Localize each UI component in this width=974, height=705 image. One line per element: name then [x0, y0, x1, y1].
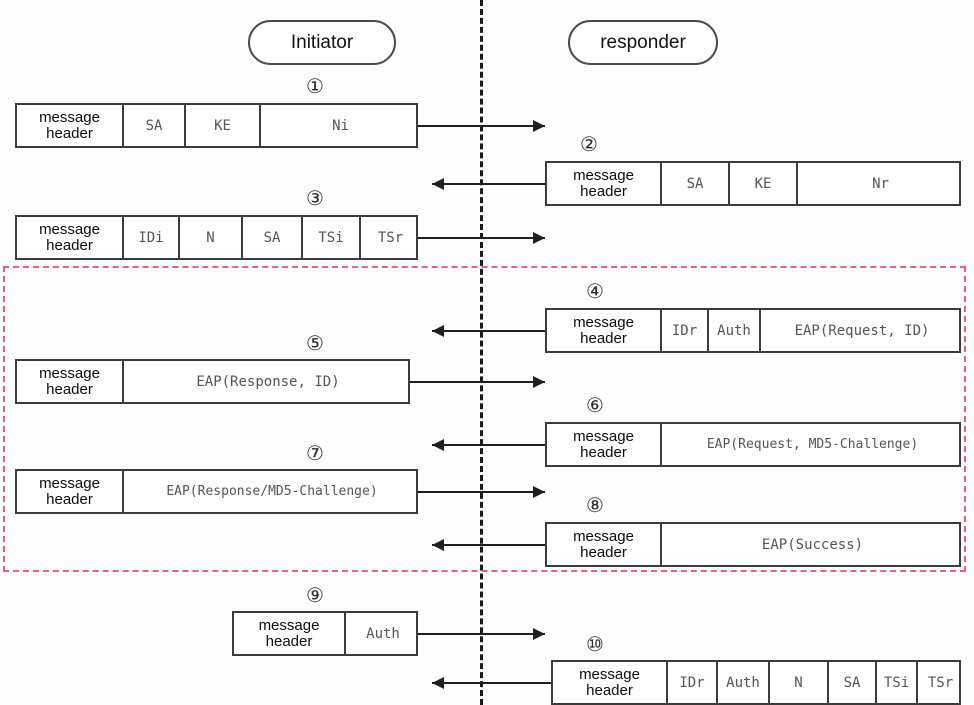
packet-field: TSr: [377, 229, 404, 246]
message-arrow-8: [432, 544, 545, 546]
packet-field: TSi: [303, 217, 361, 258]
packet-field: EAP(Request, MD5-Challenge): [706, 437, 919, 452]
packet-field: N: [770, 662, 829, 703]
packet-header-field: message header: [547, 524, 662, 565]
packet-field: N: [180, 217, 243, 258]
message-packet-8: message header EAP(Success): [545, 522, 961, 567]
packet-field: Nr: [872, 175, 889, 192]
packet-field: IDr: [662, 310, 709, 351]
packet-header-field: message header: [17, 471, 124, 512]
packet-header-field: message header: [17, 361, 124, 402]
center-divider-line: [480, 0, 483, 705]
message-arrow-3: [418, 237, 545, 239]
packet-field: EAP(Response/MD5-Challenge): [166, 484, 378, 499]
packet-field: SA: [829, 662, 877, 703]
message-packet-9: message header Auth: [232, 611, 418, 656]
packet-field: EAP(Response, ID): [196, 373, 340, 390]
packet-field: Auth: [366, 625, 400, 642]
arrow-head-right-icon: [533, 232, 545, 244]
message-arrow-4: [432, 330, 545, 332]
step-number-2: ②: [580, 132, 598, 156]
step-number-3: ③: [306, 186, 324, 210]
packet-field: IDr: [668, 662, 718, 703]
packet-field: KE: [730, 163, 798, 204]
arrow-head-right-icon: [533, 120, 545, 132]
endpoint-responder-label: responder: [600, 31, 686, 53]
packet-header-field: message header: [17, 105, 124, 146]
endpoint-initiator-label: Initiator: [290, 31, 354, 53]
arrow-head-left-icon: [432, 178, 444, 190]
message-arrow-9: [418, 633, 545, 635]
arrow-head-right-icon: [533, 376, 545, 388]
step-number-6: ⑥: [586, 393, 604, 417]
step-number-5: ⑤: [306, 331, 324, 355]
arrow-head-left-icon: [432, 539, 444, 551]
message-arrow-6: [432, 444, 545, 446]
step-number-9: ⑨: [306, 583, 324, 607]
packet-field: TSi: [877, 662, 918, 703]
message-packet-7: message header EAP(Response/MD5-Challenge…: [15, 469, 418, 514]
step-number-7: ⑦: [306, 441, 324, 465]
message-packet-5: message header EAP(Response, ID): [15, 359, 410, 404]
packet-field: Auth: [718, 662, 770, 703]
message-packet-6: message header EAP(Request, MD5-Challenge…: [545, 422, 961, 467]
arrow-head-right-icon: [533, 628, 545, 640]
arrow-head-left-icon: [432, 677, 444, 689]
packet-header-field: message header: [547, 424, 662, 465]
endpoint-initiator: Initiator: [248, 20, 396, 65]
message-arrow-2: [432, 183, 545, 185]
message-arrow-1: [418, 125, 545, 127]
packet-header-field: message header: [553, 662, 668, 703]
packet-field: TSr: [927, 674, 954, 691]
packet-field: Ni: [332, 117, 349, 134]
packet-field: EAP(Success): [761, 536, 864, 553]
packet-header-field: message header: [547, 163, 662, 204]
step-number-10: ⑩: [586, 632, 604, 656]
message-arrow-7: [418, 491, 545, 493]
arrow-head-right-icon: [533, 486, 545, 498]
arrow-head-left-icon: [432, 439, 444, 451]
step-number-8: ⑧: [586, 493, 604, 517]
packet-field: SA: [243, 217, 303, 258]
step-number-4: ④: [586, 279, 604, 303]
packet-header-field: message header: [17, 217, 124, 258]
packet-field: KE: [186, 105, 261, 146]
eap-exchange-region: [3, 266, 966, 572]
packet-header-field: message header: [547, 310, 662, 351]
packet-field: IDi: [124, 217, 180, 258]
packet-header-field: message header: [234, 613, 346, 654]
message-arrow-5: [410, 381, 545, 383]
packet-field: SA: [124, 105, 186, 146]
packet-field: SA: [662, 163, 730, 204]
packet-field: EAP(Request, ID): [794, 322, 930, 339]
message-arrow-10: [432, 682, 551, 684]
endpoint-responder: responder: [568, 20, 718, 65]
arrow-head-left-icon: [432, 325, 444, 337]
packet-field: Auth: [709, 310, 761, 351]
step-number-1: ①: [306, 74, 324, 98]
